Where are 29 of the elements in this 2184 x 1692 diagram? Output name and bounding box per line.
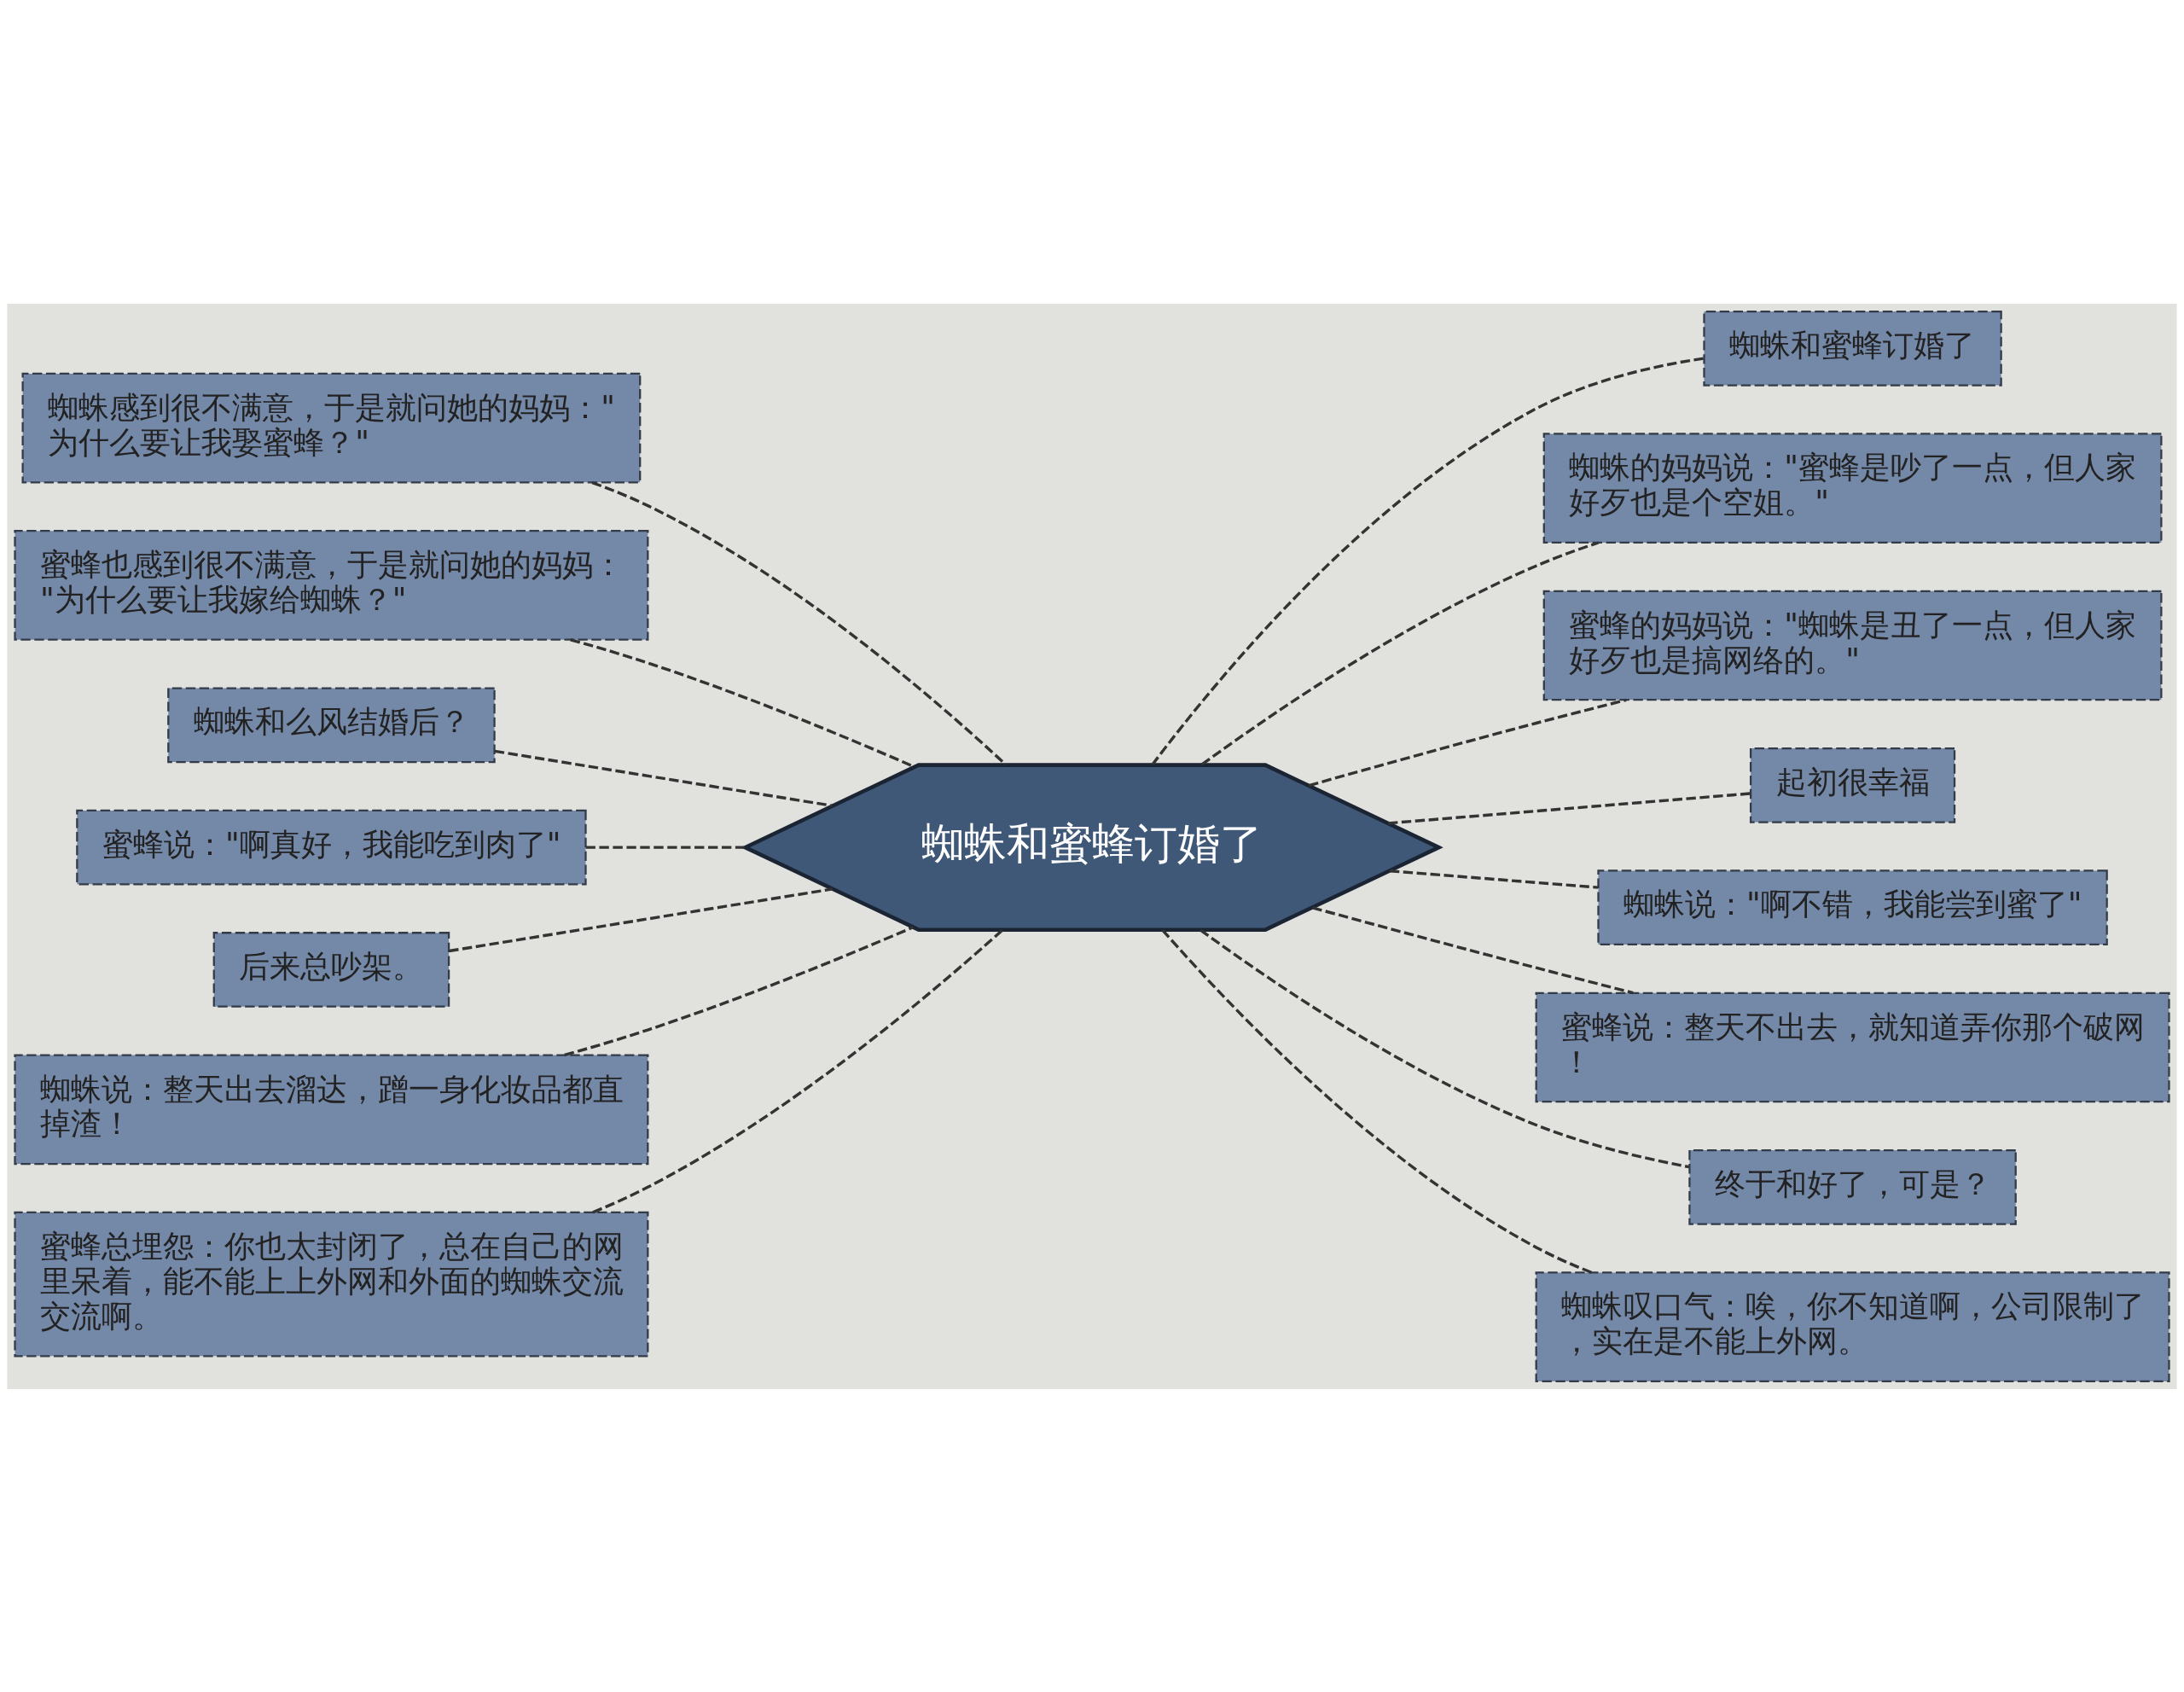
connector bbox=[1161, 928, 1593, 1274]
connector bbox=[1199, 928, 1690, 1168]
node-box: 蜘蛛说："啊不错，我能尝到蜜了" bbox=[1597, 869, 2108, 945]
node-box: 后来总吵架。 bbox=[212, 931, 450, 1008]
node-box: 蜜蜂说：整天不出去，就知道弄你那个破网！ bbox=[1535, 991, 2170, 1102]
node-box: 终于和好了，可是？ bbox=[1688, 1148, 2017, 1225]
node-box: 蜘蛛感到很不满意，于是就问她的妈妈："为什么要让我娶蜜蜂？" bbox=[21, 372, 642, 483]
connector bbox=[1312, 905, 1634, 994]
connector bbox=[1387, 791, 1751, 825]
connector bbox=[585, 845, 745, 849]
node-box: 蜘蛛的妈妈说："蜜蜂是吵了一点，但人家好歹也是个空姐。" bbox=[1542, 432, 2163, 544]
node-box: 蜜蜂说："啊真好，我能吃到肉了" bbox=[76, 809, 587, 885]
node-box: 蜜蜂总埋怨：你也太封闭了，总在自己的网里呆着，能不能上上外网和外面的蜘蛛交流交流啊。 bbox=[14, 1211, 649, 1357]
connector bbox=[1389, 869, 1599, 889]
node-box: 蜜蜂的妈妈说："蜘蛛是丑了一点，但人家好歹也是搞网络的。" bbox=[1542, 590, 2163, 701]
connector bbox=[564, 925, 914, 1056]
connector bbox=[1200, 540, 1600, 765]
node-box: 蜘蛛和么风结婚后？ bbox=[167, 686, 496, 763]
node-box: 蜘蛛叹口气：唉，你不知道啊，公司限制了，实在是不能上外网。 bbox=[1535, 1270, 2170, 1382]
node-box: 蜜蜂也感到很不满意，于是就问她的妈妈："为什么要让我嫁给蜘蛛？" bbox=[14, 529, 649, 641]
connector bbox=[1151, 356, 1705, 765]
connector bbox=[1308, 698, 1627, 787]
node-box: 蜘蛛和蜜蜂订婚了 bbox=[1703, 310, 2002, 387]
node-box: 蜘蛛说：整天出去溜达，蹭一身化妆品都直掉渣！ bbox=[14, 1053, 649, 1165]
connector bbox=[494, 749, 833, 807]
connector bbox=[591, 480, 1008, 766]
connector bbox=[592, 928, 1004, 1213]
node-box: 起初很幸福 bbox=[1749, 747, 1956, 823]
connector bbox=[449, 887, 834, 952]
